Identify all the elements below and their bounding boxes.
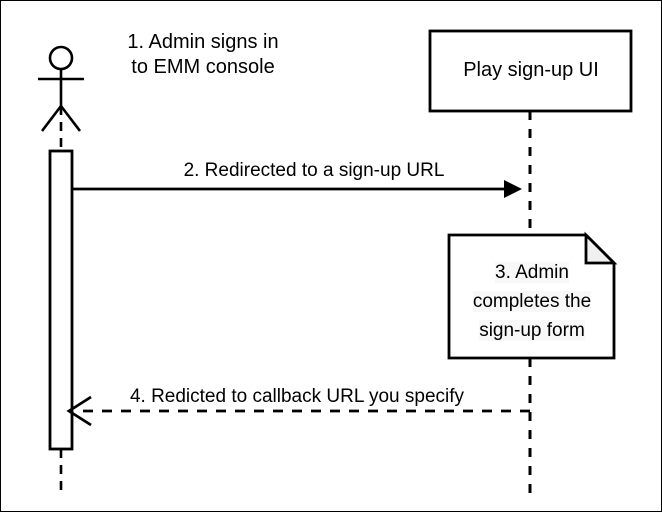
message-label-4: 4. Redicted to callback URL you specify [129,386,465,407]
note-fold-corner [584,231,618,265]
participant-box-play-signup-ui[interactable] [428,29,633,113]
participant-label-play-signup-ui: Play sign-up UI [463,59,599,81]
message-arrow-2[interactable] [71,180,522,198]
message-arrow-4[interactable] [66,395,530,427]
message-label-2: 2. Redirected to a sign-up URL [183,160,445,181]
actor-icon [38,45,84,132]
actor-activation-bar [48,149,74,451]
